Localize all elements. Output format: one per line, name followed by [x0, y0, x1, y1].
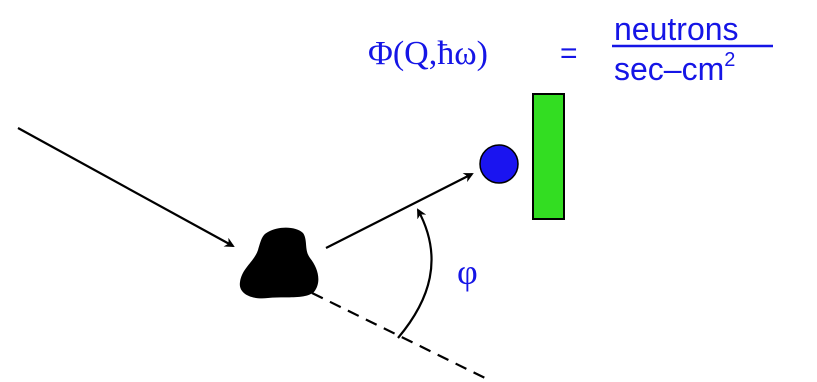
flux-formula: Φ(Q,ħω) = neutrons sec–cm2 — [368, 11, 773, 87]
formula-denominator: sec–cm2 — [614, 49, 735, 87]
flux-symbol: Φ(Q,ħω) — [368, 35, 488, 72]
neutron-ball — [479, 144, 519, 184]
scattered-beam-arrow — [325, 173, 474, 249]
incident-beam-arrow — [17, 127, 235, 247]
formula-numerator: neutrons — [614, 11, 739, 47]
sample-blob — [239, 227, 319, 299]
denominator-exponent: 2 — [724, 49, 735, 71]
angle-arc-arrow — [397, 208, 433, 339]
equals-sign: = — [560, 37, 578, 70]
detector-rect — [532, 93, 565, 220]
denominator-base: sec–cm — [614, 51, 724, 87]
transmitted-beam-dashed — [311, 292, 486, 379]
angle-phi-label: φ — [457, 252, 478, 292]
